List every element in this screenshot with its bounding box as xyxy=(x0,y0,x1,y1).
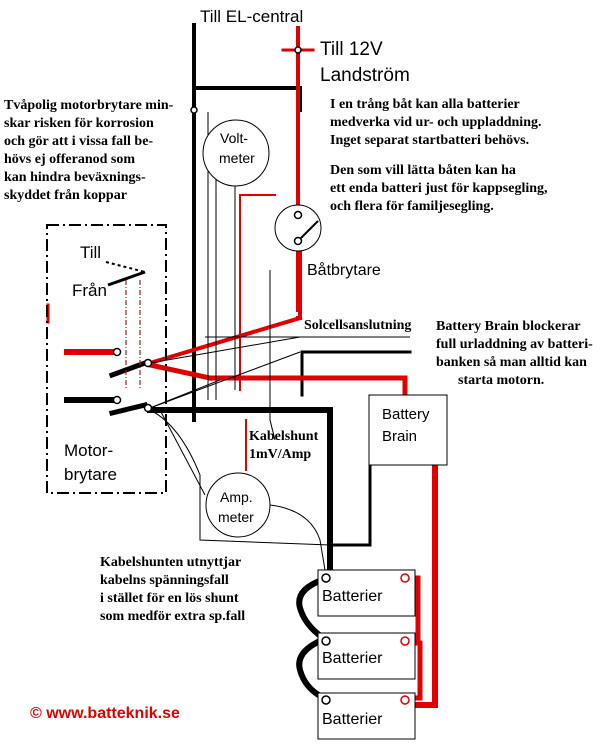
svg-text:och gör att i vissa fall be-: och gör att i vissa fall be- xyxy=(4,134,153,149)
svg-text:Inget separat startbatteri beh: Inget separat startbatteri behövs. xyxy=(330,133,529,148)
kabelshunt-label-2: 1mV/Amp xyxy=(249,447,311,462)
positive-wires xyxy=(46,26,438,708)
terminals xyxy=(112,46,302,413)
svg-text:Kabelshunten utnyttjar: Kabelshunten utnyttjar xyxy=(100,555,241,570)
note-batteries-2: Den som vill lätta båten kan ha ett enda… xyxy=(330,163,548,214)
till-dotted-link xyxy=(105,261,146,273)
battery-brain-label-2: Brain xyxy=(382,428,417,445)
fran-label: Från xyxy=(72,281,107,300)
svg-text:hövs ej offeranod som: hövs ej offeranod som xyxy=(4,152,135,167)
svg-text:ett enda batteri just för kapp: ett enda batteri just för kappsegling, xyxy=(330,181,548,196)
voltmeter-label-2: meter xyxy=(219,150,255,166)
landstrom-label-1: Till 12V xyxy=(320,39,383,60)
svg-text:I en trång båt kan alla batter: I en trång båt kan alla batterier xyxy=(330,97,520,112)
note-battery-brain: Battery Brain blockerar full urladdning … xyxy=(436,319,593,388)
svg-text:i stället för en lös shunt: i stället för en lös shunt xyxy=(100,591,239,606)
battery-3-label: Batterier xyxy=(322,711,383,728)
svg-text:skar risken för korrosion: skar risken för korrosion xyxy=(4,116,154,131)
motor-label-1: Motor- xyxy=(64,441,113,460)
battery-brain-label-1: Battery xyxy=(382,406,430,423)
batbrytare-circle xyxy=(274,204,322,252)
ammeter-label-2: meter xyxy=(218,509,254,525)
note-batteries-1: I en trång båt kan alla batterier medver… xyxy=(330,97,541,148)
motor-label-2: brytare xyxy=(64,465,117,484)
svg-text:kabelns spänningsfall: kabelns spänningsfall xyxy=(100,573,229,588)
svg-text:starta motorn.: starta motorn. xyxy=(458,373,544,388)
svg-text:kan hindra beväxnings-: kan hindra beväxnings- xyxy=(4,170,146,185)
svg-text:Den som vill lätta båten kan h: Den som vill lätta båten kan ha xyxy=(330,163,516,178)
battery-1: Batterier xyxy=(317,569,416,617)
batbrytare-label: Båtbrytare xyxy=(307,261,381,279)
copyright-link[interactable]: © www.batteknik.se xyxy=(30,705,180,722)
svg-text:Battery Brain blockerar: Battery Brain blockerar xyxy=(436,319,581,334)
fran-line xyxy=(107,270,146,287)
battery-2-label: Batterier xyxy=(322,650,383,667)
svg-text:och flera för familjesegling.: och flera för familjesegling. xyxy=(330,199,494,214)
note-motorbrytare: Tvåpolig motorbrytare min- skar risken f… xyxy=(4,98,174,203)
kabelshunt-label-1: Kabelshunt xyxy=(249,429,319,444)
motor-switch-box xyxy=(46,224,167,494)
batbrytare-terminal-1 xyxy=(293,210,303,220)
landstrom-label-2: Landström xyxy=(320,65,410,86)
note-kabelshunt: Kabelshunten utnyttjar kabelns spännings… xyxy=(100,555,245,624)
battery-2: Batterier xyxy=(317,632,416,680)
battery-brain-box xyxy=(368,394,448,466)
svg-text:som medför extra sp.fall: som medför extra sp.fall xyxy=(100,609,245,624)
battery-1-label: Batterier xyxy=(322,588,383,605)
svg-text:skyddet från koppar: skyddet från koppar xyxy=(4,188,127,203)
negative-wires xyxy=(64,23,412,702)
voltmeter-label-1: Volt- xyxy=(220,130,248,146)
svg-text:full urladdning av batteri-: full urladdning av batteri- xyxy=(436,337,593,352)
svg-text:medverka vid ur- och uppladdni: medverka vid ur- och uppladdning. xyxy=(330,115,541,130)
batbrytare-lever xyxy=(299,220,319,240)
ammeter-label-1: Amp. xyxy=(220,489,253,505)
batbrytare-terminal-2 xyxy=(293,236,303,246)
svg-text:Tvåpolig motorbrytare min-: Tvåpolig motorbrytare min- xyxy=(4,98,174,113)
battery-3: Batterier xyxy=(317,692,416,740)
ammeter-circle xyxy=(205,472,271,538)
el-central-label: Till EL-central xyxy=(200,7,303,26)
till-label: Till xyxy=(80,243,101,262)
svg-text:banken så man alltid kan: banken så man alltid kan xyxy=(436,355,587,370)
solcell-label: Solcellsanslutning xyxy=(304,318,411,333)
voltmeter-circle xyxy=(202,119,270,187)
